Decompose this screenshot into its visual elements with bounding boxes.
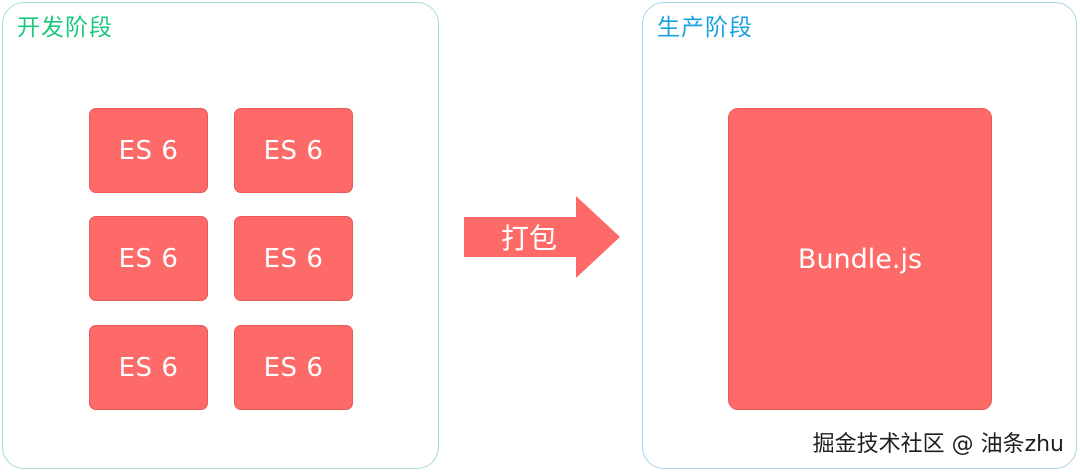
es6-module-3: ES 6 <box>89 216 208 301</box>
bundle-js-file: Bundle.js <box>728 108 992 410</box>
prod-stage-title: 生产阶段 <box>657 15 753 41</box>
es6-module-4: ES 6 <box>234 216 353 301</box>
es6-module-1: ES 6 <box>89 108 208 193</box>
es6-module-6: ES 6 <box>234 325 353 410</box>
es6-module-2: ES 6 <box>234 108 353 193</box>
pack-arrow-label: 打包 <box>500 222 557 255</box>
dev-stage-panel: 开发阶段 <box>2 2 439 469</box>
dev-stage-title: 开发阶段 <box>17 15 113 41</box>
pack-arrow-icon <box>464 196 620 278</box>
watermark-text: 掘金技术社区 @ 油条zhu <box>812 432 1064 457</box>
es6-module-5: ES 6 <box>89 325 208 410</box>
